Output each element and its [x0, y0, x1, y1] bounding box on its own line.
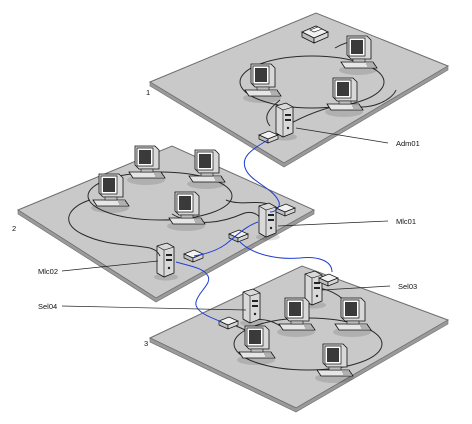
mlc02-label-line: [61, 260, 159, 272]
mlc01-label: Mlc01: [396, 217, 416, 226]
link-mlc01-sel03: [239, 241, 333, 273]
link-adm01-mlc01: [243, 139, 280, 213]
link-mlc02-sel04: [175, 261, 223, 323]
floor-2: 2 Mlc01 Mlc02: [12, 145, 416, 303]
adm01-label: Adm01: [396, 139, 420, 148]
link-mlc01-mlc02: [193, 221, 259, 257]
mlc02-label: Mlc02: [38, 267, 58, 276]
sel04-label-line: [61, 305, 247, 311]
sel03-label-line: [321, 285, 391, 291]
floor-1-number: 1: [146, 88, 150, 97]
floor-3: 3 Sel03 Sel04: [38, 265, 450, 413]
adm01-label-line: [295, 127, 389, 144]
backbone-links: [175, 139, 333, 323]
floor-3-number: 3: [144, 339, 148, 348]
floor-1-ring-cable: [239, 55, 385, 109]
floor-2-number: 2: [12, 224, 16, 233]
floor-1: 1 Adm01: [146, 12, 450, 168]
sel04-label: Sel04: [38, 302, 57, 311]
server-sel04: [239, 288, 265, 327]
server-mlc02: [153, 242, 179, 281]
sel03-label: Sel03: [398, 282, 417, 291]
mlc01-label-line: [277, 220, 389, 227]
